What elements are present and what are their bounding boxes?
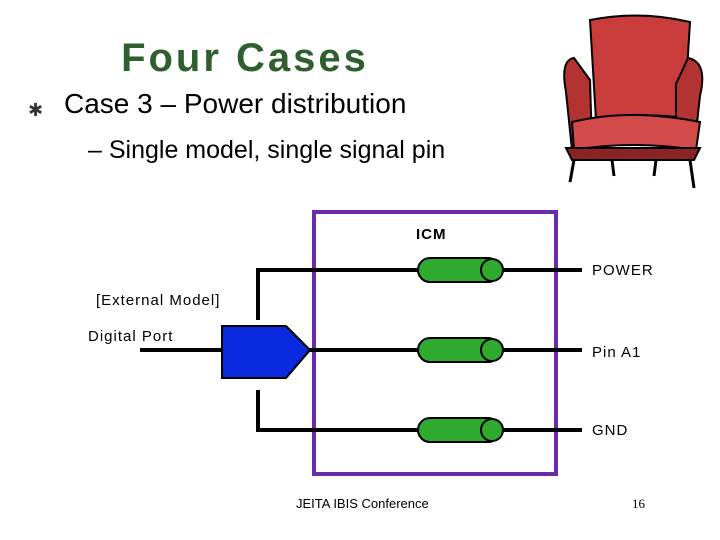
pin-a1-model <box>417 337 504 363</box>
asterisk-bullet-icon: ✱ <box>28 100 44 120</box>
pin-label-gnd: GND <box>592 422 629 439</box>
armchair-icon <box>563 14 704 189</box>
pin-gnd-model <box>417 417 504 443</box>
wiring <box>140 268 582 432</box>
digital-port-label: Digital Port <box>88 328 174 345</box>
external-model-label: [External Model] <box>96 292 221 309</box>
slide-title: Four Cases <box>121 36 369 80</box>
sub-bullet-single-model: – Single model, single signal pin <box>88 136 446 164</box>
footer-text: JEITA IBIS Conference <box>296 496 429 511</box>
page-number: 16 <box>632 496 645 511</box>
icm-label: ICM <box>416 226 447 243</box>
driver-buffer <box>221 325 312 379</box>
pin-label-power: POWER <box>592 262 654 279</box>
pin-label-a1: Pin A1 <box>592 344 642 361</box>
pin-power-model <box>417 257 504 283</box>
icm-box <box>312 210 558 476</box>
bullet-case3: Case 3 – Power distribution <box>64 88 407 119</box>
